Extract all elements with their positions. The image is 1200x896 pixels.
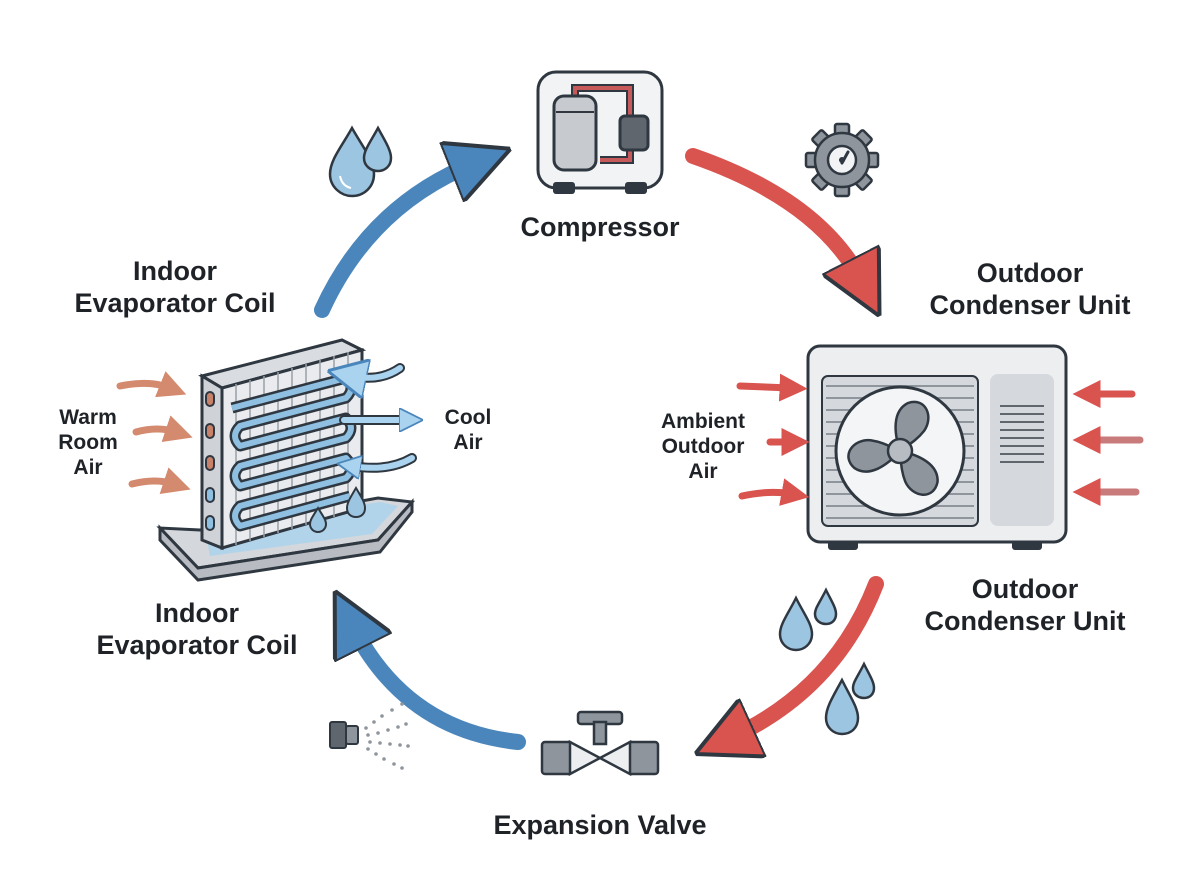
ambient-outdoor-air-label: Ambient Outdoor Air <box>661 410 745 483</box>
expansion-valve-icon <box>540 710 660 777</box>
fan-icon <box>834 385 966 517</box>
condenser-label-bottom: Outdoor Condenser Unit <box>924 574 1126 636</box>
expansion-valve-label: Expansion Valve <box>493 810 707 840</box>
arrow-valve-to-evaporator <box>352 625 526 750</box>
condensate-drops-icon <box>778 587 876 736</box>
cool-air-label: Cool Air <box>444 406 492 454</box>
arrow-evaporator-to-compressor <box>314 163 475 318</box>
evaporator-label-bottom: Indoor Evaporator Coil <box>96 598 298 660</box>
cool-air-arrows <box>344 368 412 468</box>
ambient-air-arrows-left <box>736 373 810 506</box>
arrow-condenser-to-valve <box>730 576 884 738</box>
compressor-label: Compressor <box>520 212 680 242</box>
warm-air-arrows <box>116 371 193 494</box>
compressor-icon <box>536 70 664 194</box>
arrow-compressor-to-condenser <box>685 148 862 282</box>
evaporator-coil-icon <box>156 338 416 582</box>
ambient-air-arrows-right <box>1072 380 1144 506</box>
pressure-gear-icon <box>804 122 880 198</box>
evaporator-label-top: Indoor Evaporator Coil <box>74 256 276 318</box>
condenser-label-top: Outdoor Condenser Unit <box>929 258 1131 320</box>
warm-room-air-label: Warm Room Air <box>58 406 118 479</box>
spray-nozzle-icon <box>329 702 410 770</box>
water-drops-icon <box>328 125 393 198</box>
